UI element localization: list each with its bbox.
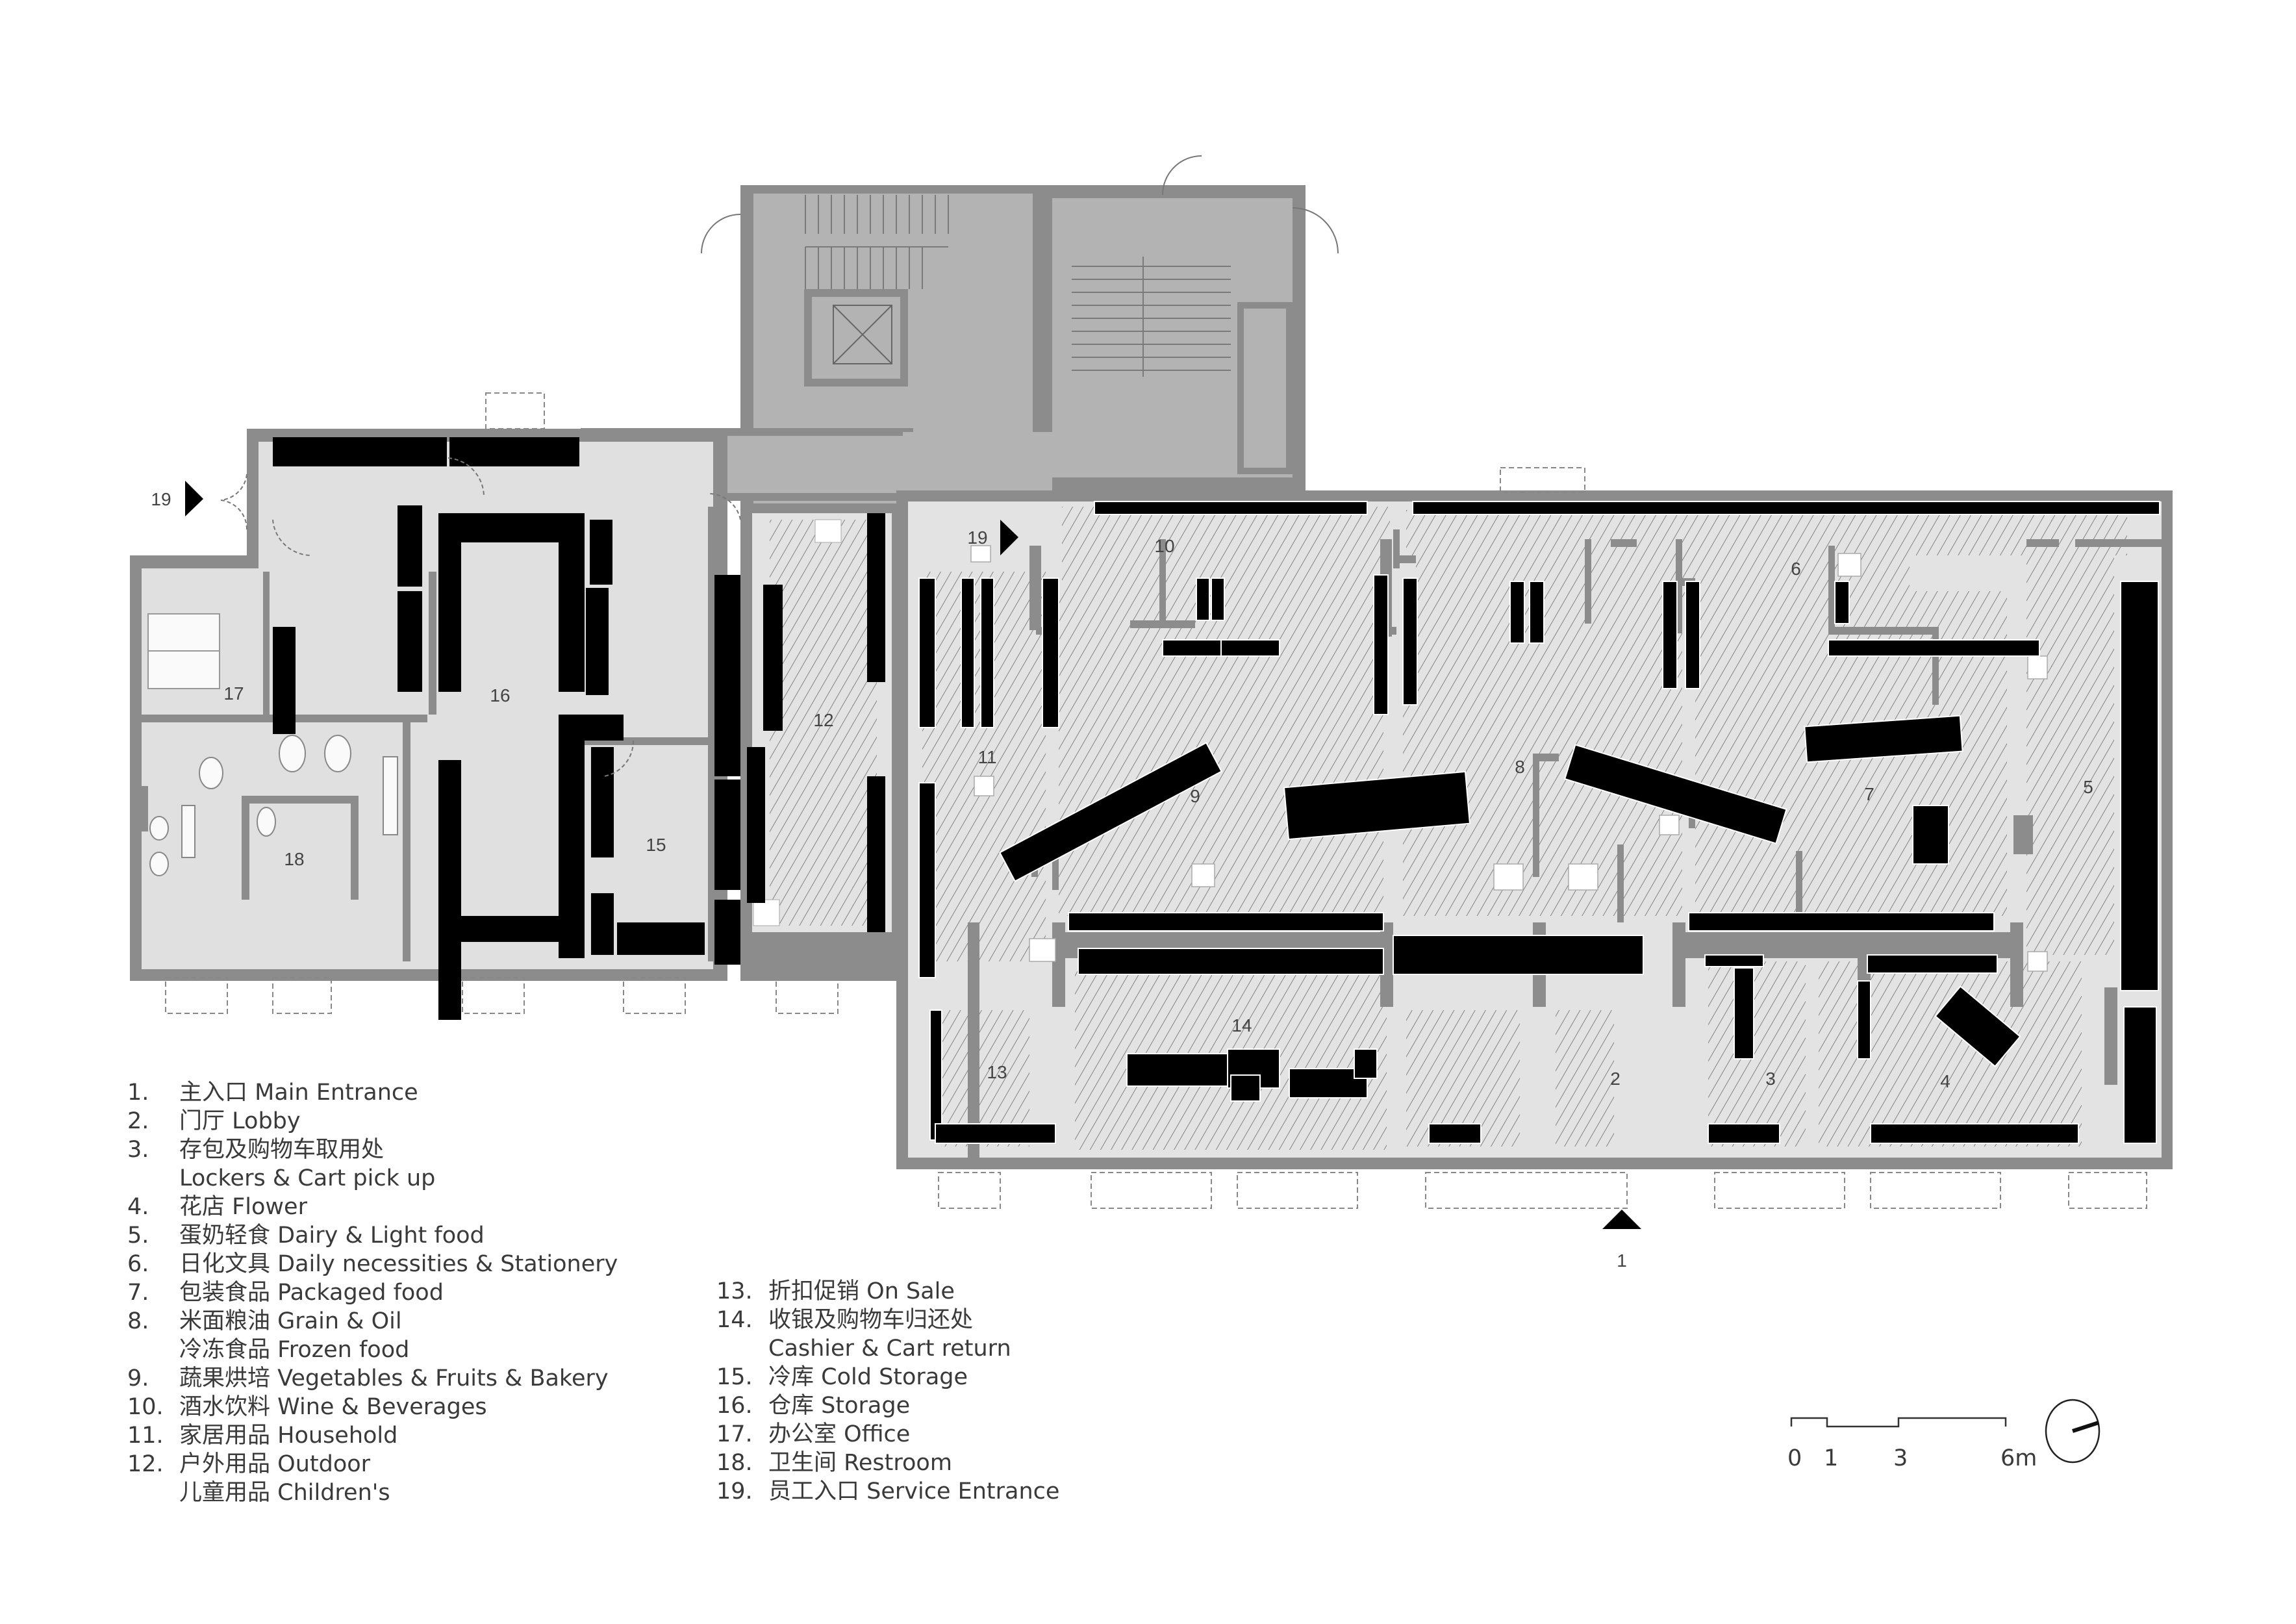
north-arrow-icon	[2045, 1399, 2100, 1464]
legend-item-19: 19.员工入口 Service Entrance	[716, 1478, 1060, 1504]
zone-12-area	[740, 503, 903, 981]
main-entrance-arrow-icon	[1602, 1210, 1641, 1229]
room-label-16: 16	[490, 685, 510, 705]
legend-item-8-cont: 冷冻食品 Frozen food	[179, 1337, 410, 1363]
scale-tick-0: 0	[1787, 1445, 1802, 1471]
room-label-8: 8	[1515, 757, 1525, 777]
legend-item-17: 17.办公室 Office	[716, 1421, 911, 1447]
legend-item-14-cont: Cashier & Cart return	[768, 1336, 1011, 1362]
room-label-12: 12	[813, 710, 833, 730]
room-label-14: 14	[1231, 1015, 1252, 1035]
legend-item-10: 10.酒水饮料 Wine & Beverages	[127, 1394, 487, 1420]
scale-bar	[1790, 1417, 2007, 1428]
service-core	[581, 155, 1339, 575]
legend-item-9: 9.蔬果烘培 Vegetables & Fruits & Bakery	[127, 1365, 609, 1391]
room-label-11: 11	[978, 747, 996, 767]
legend-item-3-cont: Lockers & Cart pick up	[179, 1165, 436, 1191]
room-label-6: 6	[1791, 559, 1801, 579]
legend-item-18: 18.卫生间 Restroom	[716, 1450, 952, 1476]
scale-tick-1: 1	[1824, 1445, 1839, 1471]
scale-tick-6m: 6m	[2000, 1445, 2037, 1471]
legend-item-6: 6.日化文具 Daily necessities & Stationery	[127, 1251, 618, 1277]
service-entrance-label-core: 19	[967, 527, 987, 548]
legend-item-4: 4.花店 Flower	[127, 1194, 307, 1220]
room-label-2: 2	[1610, 1069, 1621, 1089]
main-entrance-label: 1	[1617, 1250, 1627, 1271]
legend-item-3: 3.存包及购物车取用处	[127, 1137, 385, 1163]
room-label-18: 18	[284, 849, 304, 869]
room-label-3: 3	[1765, 1069, 1776, 1089]
service-entrance-arrow-icon	[185, 481, 203, 516]
room-label-4: 4	[1940, 1071, 1950, 1091]
legend-item-16: 16.仓库 Storage	[716, 1393, 911, 1419]
legend-item-11: 11.家居用品 Household	[127, 1423, 398, 1449]
legend-item-12: 12.户外用品 Outdoor	[127, 1451, 371, 1477]
service-entrance-label-west: 19	[151, 489, 171, 509]
legend-item-14: 14.收银及购物车归还处	[716, 1307, 974, 1333]
room-labels: 2 3 4 5 6 7 8 9 10 11 12 13 14 15 16 17 …	[223, 536, 2093, 1091]
legend-item-1: 1.主入口 Main Entrance	[127, 1080, 418, 1106]
room-label-9: 9	[1190, 786, 1200, 806]
legend-item-15: 15.冷库 Cold Storage	[716, 1364, 968, 1390]
room-label-5: 5	[2083, 777, 2093, 797]
room-label-10: 10	[1154, 536, 1174, 556]
legend-right: 13.折扣促销 On Sale 14.收银及购物车归还处 Cashier & C…	[716, 1277, 1059, 1506]
legend-item-13: 13.折扣促销 On Sale	[716, 1278, 955, 1304]
legend-left: 1.主入口 Main Entrance 2.门厅 Lobby 3.存包及购物车取…	[127, 1078, 618, 1507]
legend-item-2: 2.门厅 Lobby	[127, 1108, 301, 1134]
back-of-house	[130, 392, 839, 1020]
room-label-13: 13	[987, 1062, 1007, 1082]
legend-item-7: 7.包装食品 Packaged food	[127, 1280, 444, 1306]
legend-item-8: 8.米面粮油 Grain & Oil	[127, 1308, 402, 1334]
scale-tick-3: 3	[1893, 1445, 1908, 1471]
entrance-markers: 19 19 1	[151, 481, 1641, 1271]
room-label-17: 17	[223, 683, 244, 704]
legend-item-12-cont: 儿童用品 Children's	[179, 1480, 390, 1506]
sales-floor	[896, 467, 2173, 1209]
room-label-7: 7	[1864, 784, 1874, 804]
room-label-15: 15	[646, 835, 666, 855]
service-entrance-arrow-icon	[1000, 520, 1018, 555]
legend-item-5: 5.蛋奶轻食 Dairy & Light food	[127, 1223, 485, 1249]
